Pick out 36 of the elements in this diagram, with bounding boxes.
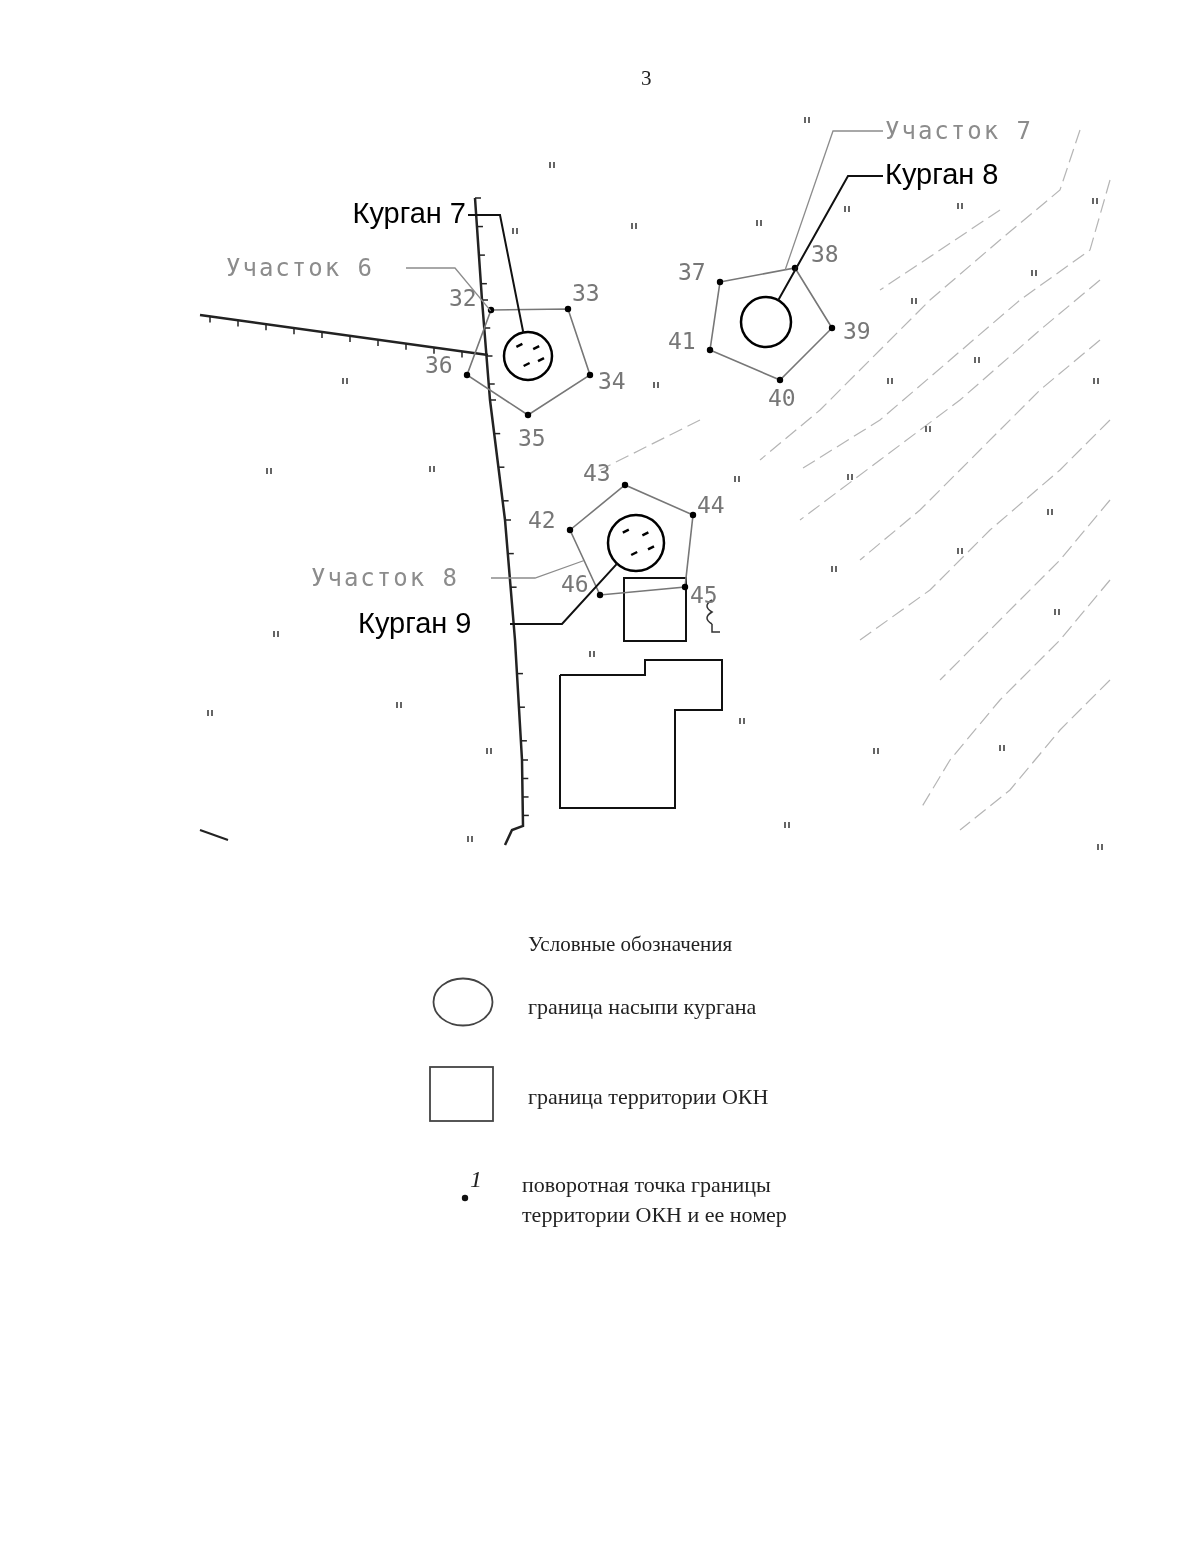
plot-label: Участок 7: [885, 113, 1063, 149]
point-number: 39: [843, 318, 871, 344]
page-number: 3: [641, 66, 652, 91]
mound-boundary: [739, 295, 793, 349]
legend-text: поворотная точка границы территории ОКН и ее номер: [522, 1171, 788, 1229]
point-number: 42: [528, 507, 556, 533]
point-number: 45: [690, 582, 718, 608]
leader-line: [490, 559, 585, 579]
leader-line: [784, 130, 884, 271]
point-number: 37: [678, 259, 706, 285]
leader-line: [509, 562, 619, 625]
mound-boundary: [606, 513, 666, 573]
point-number: 33: [572, 280, 600, 306]
plot-label: Участок 6: [226, 250, 404, 286]
mound-label: Курган 9: [358, 604, 508, 642]
point-number: 44: [697, 492, 725, 518]
leader-line: [777, 175, 884, 302]
mound-boundary: [502, 330, 554, 382]
plot-label: Участок 8: [311, 560, 489, 596]
point-number: 46: [561, 571, 589, 597]
leader-line: [467, 214, 525, 334]
mound-label: Курган 7: [316, 194, 466, 232]
mound-label: Курган 8: [885, 155, 1053, 193]
leader-line: [405, 267, 492, 312]
legend-text: граница насыпи кургана: [528, 993, 758, 1021]
point-number: 38: [811, 241, 839, 267]
point-number: 41: [668, 328, 696, 354]
point-number: 35: [518, 425, 546, 451]
point-number: 40: [768, 385, 796, 411]
legend-title: Условные обозначения: [528, 932, 733, 957]
point-number: 34: [598, 368, 626, 394]
legend-text: граница территории ОКН: [528, 1083, 770, 1111]
point-number: 32: [449, 285, 477, 311]
point-number: 43: [583, 460, 611, 486]
point-number: 1: [470, 1166, 482, 1193]
point-number: 36: [425, 352, 453, 378]
